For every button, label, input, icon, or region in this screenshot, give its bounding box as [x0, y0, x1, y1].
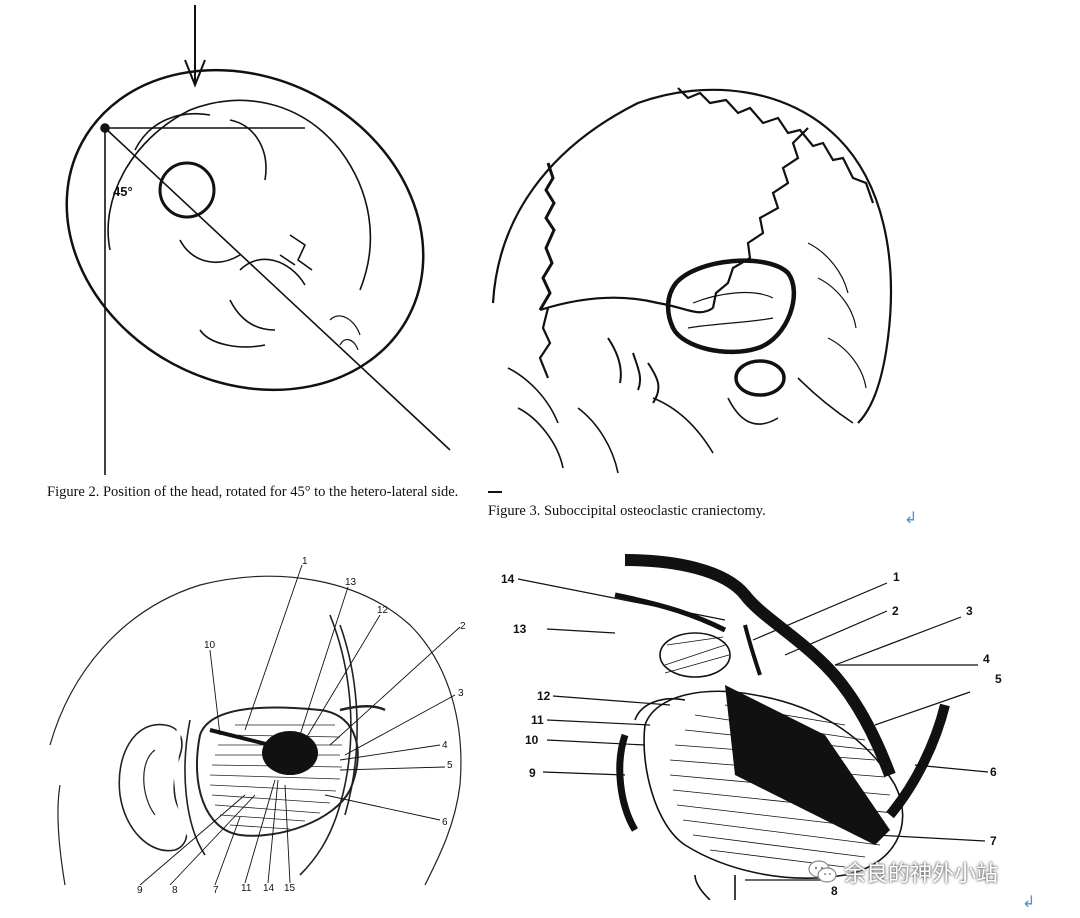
skull-posterior-view	[491, 87, 893, 474]
fig5-label-10: 10	[525, 733, 539, 747]
fig4-label-2: 2	[460, 621, 466, 632]
figure-5-illustration: 1 2 3 4 5 6 7 8 9 10 11 12 13 14	[495, 545, 1050, 900]
fig5-label-8: 8	[831, 884, 838, 898]
figure-4-illustration: 1 2 3 4 5 6 7 8 9 10 11 12 13 14 15	[40, 555, 480, 900]
wechat-icon	[808, 860, 837, 883]
skull-top-view	[65, 68, 425, 392]
fig4-label-11: 11	[241, 883, 252, 894]
figure-4-leader-lines	[139, 564, 461, 886]
figure-2-illustration: 45°	[40, 0, 470, 480]
figure-2-caption: Figure 2. Position of the head, rotated …	[47, 484, 459, 500]
watermark: 余良的神外小站	[808, 852, 998, 892]
retractor-shadow	[725, 685, 890, 845]
fig5-label-1: 1	[893, 570, 900, 584]
cerebellum-hemisphere	[634, 632, 904, 900]
fig4-label-14: 14	[263, 883, 275, 894]
fig5-label-7: 7	[990, 834, 997, 848]
return-mark-icon: ↲	[904, 508, 918, 527]
fig4-label-9: 9	[137, 885, 143, 896]
fig5-label-6: 6	[990, 765, 997, 779]
nerve-bundle	[743, 624, 762, 676]
fig4-label-13: 13	[345, 577, 357, 588]
watermark-text: 余良的神外小站	[844, 862, 999, 887]
fig4-label-1: 1	[302, 556, 308, 567]
fig5-label-12: 12	[537, 689, 551, 703]
fig4-label-12: 12	[377, 605, 389, 616]
figure-3-illustration	[488, 78, 908, 498]
figure-3-caption-rule	[488, 491, 502, 493]
fig4-label-5: 5	[447, 760, 453, 771]
figure-5-labels: 1 2 3 4 5 6 7 8 9 10 11 12 13 14	[501, 570, 1002, 898]
angle-label: 45°	[113, 184, 133, 199]
fig5-label-11: 11	[531, 713, 544, 727]
fig5-label-14: 14	[501, 572, 515, 586]
fig5-label-13: 13	[513, 622, 527, 636]
rotation-axes	[100, 123, 451, 475]
fig5-label-4: 4	[983, 652, 990, 666]
fig4-label-15: 15	[284, 883, 296, 894]
fig4-label-4: 4	[442, 740, 448, 751]
figure-3-caption: Figure 3. Suboccipital osteoclastic cran…	[488, 503, 766, 519]
fig5-label-9: 9	[529, 766, 536, 780]
fig4-label-7: 7	[213, 885, 219, 896]
vessel-dark	[209, 728, 291, 757]
figure-4-labels: 1 2 3 4 5 6 7 8 9 10 11 12 13 14 15	[137, 556, 466, 896]
tentorium-bands	[614, 554, 950, 832]
figure-5-leader-lines	[517, 578, 989, 881]
fig5-label-2: 2	[892, 604, 899, 618]
return-mark-icon-bottom: ↲	[1022, 892, 1036, 911]
fig5-label-5: 5	[995, 672, 1002, 686]
fig4-label-8: 8	[172, 885, 178, 896]
head-lateral-view	[49, 575, 462, 886]
fig4-label-10: 10	[204, 640, 216, 651]
fig4-label-3: 3	[458, 688, 464, 699]
fig5-label-3: 3	[966, 604, 973, 618]
fig4-label-6: 6	[442, 817, 448, 828]
